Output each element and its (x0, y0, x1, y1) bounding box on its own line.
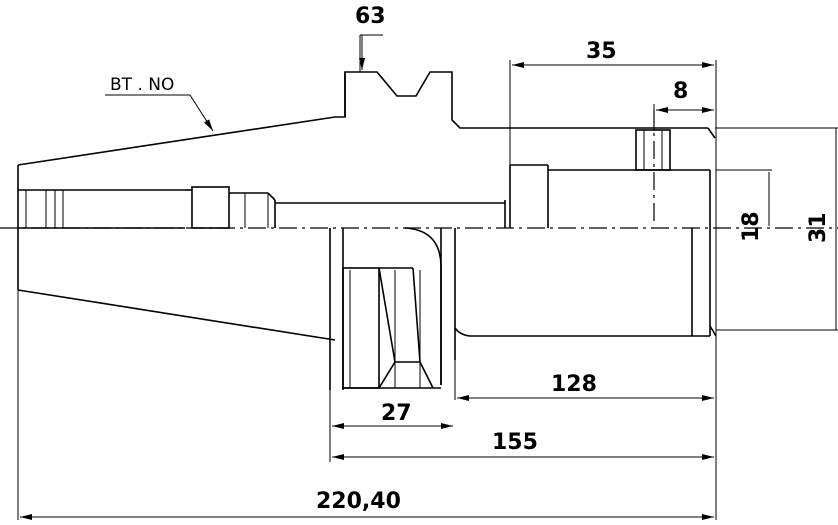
bt-no-leader: BT . NO (105, 75, 214, 132)
dim-155-label: 155 (492, 430, 538, 455)
dim-220-40-label: 220,40 (316, 489, 401, 514)
nose-body (470, 110, 717, 337)
dimension-31: 31 (806, 212, 831, 243)
dimension-18: 18 (739, 172, 770, 242)
dimension-220-40: 220,40 (20, 489, 714, 520)
dim-63-label: 63 (355, 4, 386, 29)
dimension-155: 155 (332, 430, 714, 460)
flange-lower (329, 227, 471, 390)
dim-31-label: 31 (806, 212, 831, 243)
extension-lines (17, 35, 838, 520)
dimension-35: 35 (512, 39, 714, 68)
pull-stud (18, 186, 505, 229)
dim-35-label: 35 (586, 39, 617, 64)
dimension-128: 128 (457, 372, 714, 401)
dim-18-label: 18 (739, 211, 764, 242)
dimension-8: 8 (653, 79, 714, 130)
dimension-27: 27 (332, 401, 453, 429)
flange-upper (335, 71, 505, 129)
dim-128-label: 128 (551, 372, 597, 397)
dim-8-label: 8 (673, 79, 688, 104)
dimension-63: 63 (355, 4, 386, 70)
bt-no-label: BT . NO (110, 75, 174, 95)
dim-27-label: 27 (381, 401, 412, 426)
